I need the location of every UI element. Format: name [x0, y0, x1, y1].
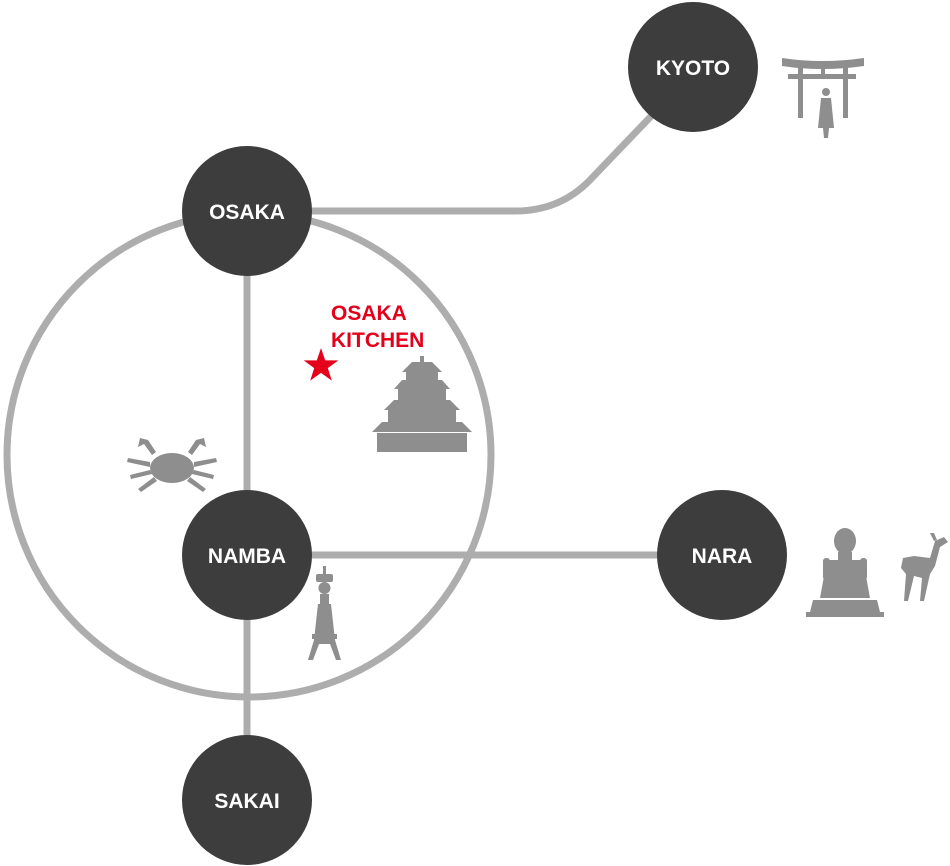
station-sakai[interactable]: SAKAI [182, 735, 312, 865]
buddha-statue-icon [806, 528, 884, 617]
deer-icon [901, 533, 948, 601]
route-osaka-kyoto [301, 82, 684, 215]
tower-icon [308, 566, 341, 660]
station-label-nara: NARA [692, 545, 753, 568]
station-kyoto[interactable]: KYOTO [628, 2, 758, 132]
station-label-sakai: SAKAI [214, 790, 279, 813]
castle-icon [372, 356, 472, 452]
torii-gate-icon [782, 58, 864, 138]
star-icon [303, 348, 339, 381]
station-label-kyoto: KYOTO [656, 57, 730, 80]
osaka-kitchen-marker[interactable]: OSAKA KITCHEN [303, 302, 425, 381]
marker-label-line2: KITCHEN [331, 329, 424, 352]
station-nara[interactable]: NARA [657, 490, 787, 620]
station-label-namba: NAMBA [208, 545, 286, 568]
crab-icon [127, 438, 217, 492]
station-osaka[interactable]: OSAKA [182, 146, 312, 276]
station-label-osaka: OSAKA [209, 201, 285, 224]
station-namba[interactable]: NAMBA [182, 490, 312, 620]
marker-label-line1: OSAKA [331, 302, 407, 325]
